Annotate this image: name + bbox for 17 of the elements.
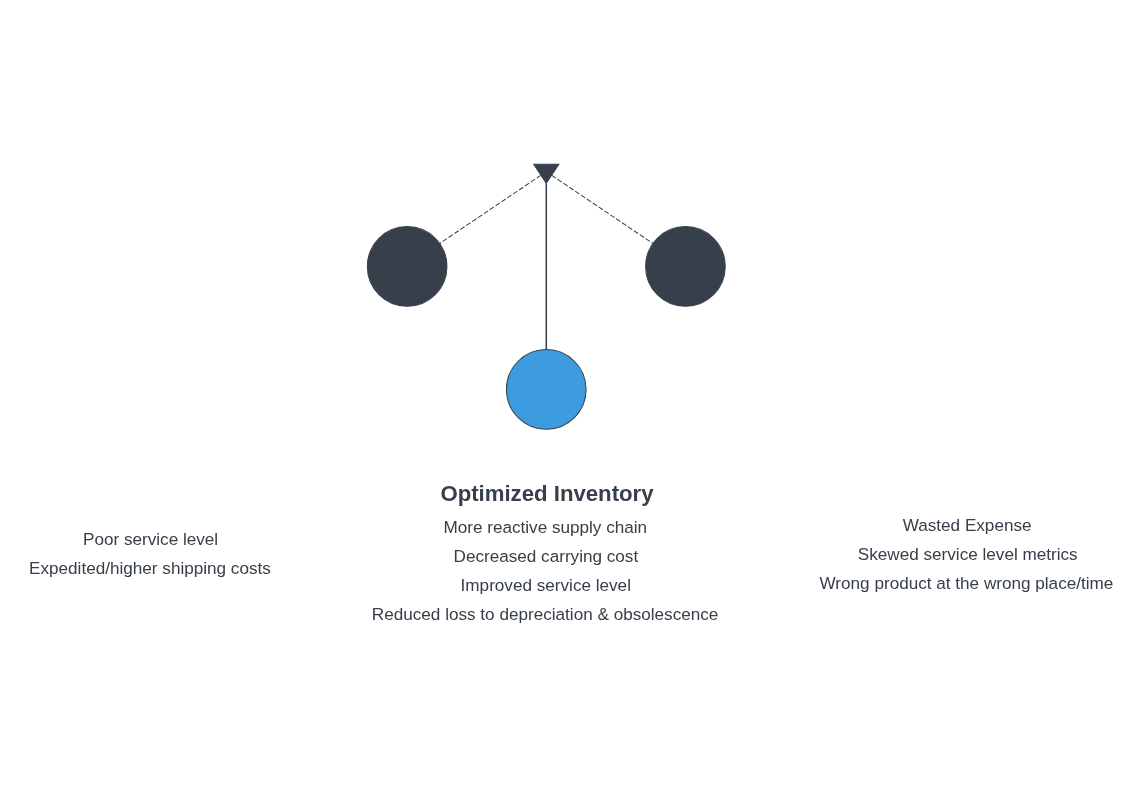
node-label: More reactive supply chain <box>443 516 648 537</box>
node-circle <box>505 349 587 430</box>
node-triangle <box>532 163 560 185</box>
node-label: Poor service level <box>82 528 219 549</box>
node-circle <box>645 226 726 307</box>
node-label: Expedited/higher shipping costs <box>29 558 271 579</box>
node-label: Wrong product at the wrong place/time <box>819 573 1114 594</box>
node-label: Improved service level <box>460 575 631 596</box>
node-label: Skewed service level metrics <box>857 543 1078 564</box>
node-circle <box>366 226 448 307</box>
node-label: Optimized Inventory <box>440 481 654 507</box>
node-label: Wasted Expense <box>902 514 1032 535</box>
connector <box>439 174 542 244</box>
node-label: Decreased carrying cost <box>453 545 639 566</box>
connector <box>551 174 654 244</box>
connector <box>545 182 548 351</box>
node-label: Reduced loss to depreciation & obsolescence <box>371 604 719 625</box>
